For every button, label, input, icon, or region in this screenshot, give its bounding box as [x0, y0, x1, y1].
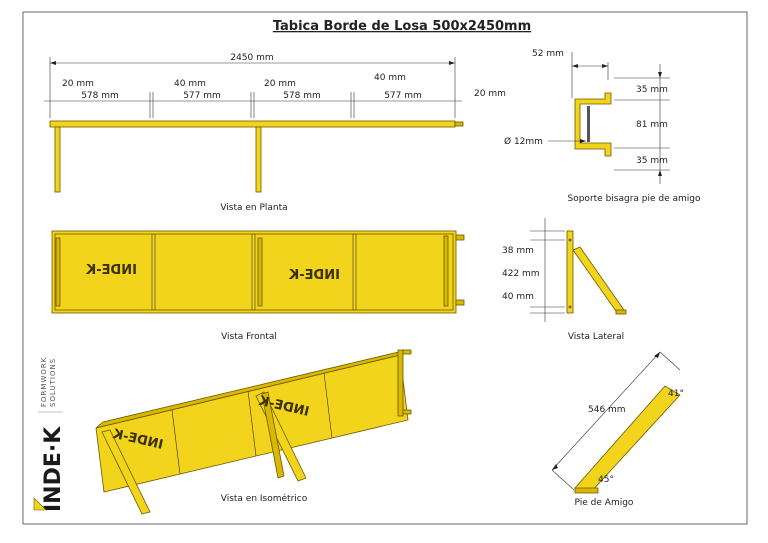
support-hinge-profile — [574, 92, 612, 157]
plan-leg-left — [54, 126, 61, 193]
iso-brace-mid-2 — [261, 391, 285, 479]
front-pin-top — [455, 234, 465, 241]
side-dim-bottom: 40 mm — [502, 292, 534, 302]
plan-dim-seg-4: 577 mm — [384, 91, 422, 101]
brace-view: 546 mm 41° 45° Pie de Amigo — [551, 351, 684, 508]
side-view: 38 mm 422 mm 40 mm Vista Lateral — [502, 218, 627, 342]
brand-logo-sub2: SOLUTIONS — [49, 358, 57, 407]
side-caption: Vista Lateral — [568, 332, 624, 342]
plan-beam-tip — [454, 121, 464, 127]
support-dim-diameter: Ø 12mm — [504, 136, 543, 147]
plan-dim-gap-3: 20 mm — [264, 79, 296, 89]
plan-view: 2450 mm 20 mm 40 mm 20 mm 40 mm 20 mm 57… — [44, 53, 506, 213]
brand-logo-sub1: FORMWORK — [40, 357, 48, 407]
front-view: INDE-K INDE-K Vista Frontal — [51, 230, 465, 342]
support-pin — [587, 106, 590, 142]
support-dim-bottom: 35 mm — [636, 156, 668, 166]
iso-caption: Vista en Isométrico — [221, 493, 308, 504]
front-caption: Vista Frontal — [221, 332, 277, 342]
front-panel-frame — [54, 233, 454, 311]
iso-pin-top — [402, 349, 412, 355]
plan-dim-seg-2: 577 mm — [183, 91, 221, 101]
support-hinge-view: 52 mm 35 mm 81 mm 35 mm Ø 12mm Soporte b… — [504, 49, 701, 204]
brand-logo: INDE·K FORMWORK SOLUTIONS — [38, 357, 66, 512]
side-post — [566, 230, 574, 314]
plan-beam — [49, 120, 456, 128]
plan-caption: Vista en Planta — [220, 203, 287, 213]
drawing-title: Tabica Borde de Losa 500x2450mm — [273, 19, 531, 34]
side-dim-mid: 422 mm — [502, 269, 540, 279]
front-leg-slot-2 — [257, 237, 263, 307]
front-stamp-left: INDE-K — [85, 263, 137, 278]
plan-dim-gap-2: 40 mm — [174, 79, 206, 89]
brace-dim-length: 546 mm — [588, 405, 626, 415]
plan-dim-gap-4: 40 mm — [374, 73, 406, 83]
support-dim-mid: 81 mm — [636, 120, 668, 130]
brace-foot — [574, 487, 599, 494]
side-foot — [615, 309, 627, 315]
support-caption: Soporte bisagra pie de amigo — [568, 194, 701, 204]
plan-leg-mid — [255, 126, 262, 193]
plan-total-dim: 2450 mm — [230, 53, 273, 63]
front-panel — [51, 230, 457, 314]
support-dim-top: 35 mm — [636, 85, 668, 95]
brace-caption: Pie de Amigo — [575, 498, 634, 508]
front-stamp-right: INDE-K — [288, 268, 340, 283]
front-pin-bottom — [455, 299, 465, 306]
plan-dim-seg-1: 578 mm — [81, 91, 119, 101]
side-dim-top: 38 mm — [502, 246, 534, 256]
iso-brace-left — [101, 429, 151, 515]
brand-logo-text: INDE·K — [41, 426, 66, 512]
front-end-bar — [443, 235, 449, 307]
brace-angle-top: 41° — [668, 389, 684, 399]
support-dim-width: 52 mm — [532, 49, 564, 59]
front-leg-slot-1 — [55, 237, 61, 307]
plan-dim-seg-3: 578 mm — [283, 91, 321, 101]
iso-end-bar — [397, 349, 404, 417]
plan-dim-gap-5: 20 mm — [474, 89, 506, 99]
brand-logo-mark — [33, 497, 47, 511]
isometric-view: INDE-K INDE-K Vista en Isométrico — [95, 349, 412, 515]
brace-angle-bottom: 45° — [598, 475, 614, 485]
plan-dim-gap-1: 20 mm — [62, 79, 94, 89]
sheet-border — [22, 11, 748, 525]
iso-pin-bottom — [402, 409, 412, 415]
side-brace — [572, 246, 625, 315]
brace-body — [574, 385, 681, 494]
